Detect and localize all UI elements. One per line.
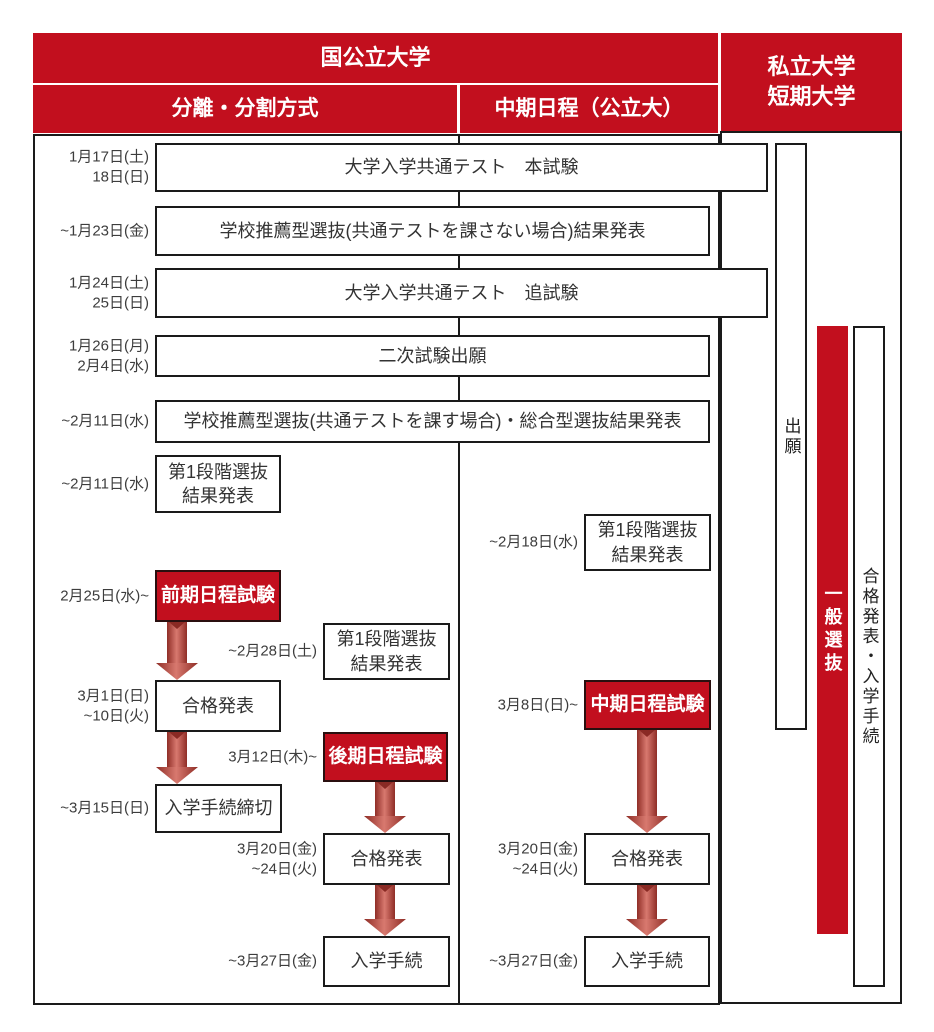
- date-label-kouki-announce: 3月20日(金) ~24日(火): [236, 840, 317, 878]
- event-box-kouki-enroll: 入学手続: [323, 936, 450, 987]
- down-arrow-zenki-to-announce: [156, 622, 198, 680]
- date-label-chuki-exam: 3月8日(日)~: [497, 696, 578, 714]
- date-label-common-test-makeup: 1月24日(土) 25日(日): [68, 274, 149, 312]
- down-arrow-kouki-to-announce: [364, 782, 406, 833]
- event-box-chuki-enroll: 入学手続: [584, 936, 710, 987]
- date-label-suisen-with-test: ~2月11日(水): [61, 412, 149, 430]
- event-box-common-test-makeup: 大学入学共通テスト 追試験: [155, 268, 768, 318]
- down-arrow-announce-to-deadline: [156, 732, 198, 784]
- event-box-common-test-main: 大学入学共通テスト 本試験: [155, 143, 768, 192]
- private-panel: [720, 131, 902, 1004]
- announce-enroll-label: 合格発表・入学手続: [859, 566, 879, 747]
- header-mid-schedule: 中期日程（公立大）: [460, 85, 718, 133]
- date-label-chuki-enroll: ~3月27日(金): [489, 952, 578, 970]
- announce-enroll-box: 合格発表・入学手続: [853, 326, 885, 987]
- application-period-label: 出願: [781, 416, 801, 457]
- date-label-kouki-exam: 3月12日(木)~: [228, 748, 317, 766]
- event-box-suisen-with-test: 学校推薦型選抜(共通テストを課す場合)・総合型選抜結果発表: [155, 400, 710, 443]
- national-public-panel: [33, 134, 720, 1005]
- event-box-stage1-kouki: 第1段階選抜 結果発表: [323, 623, 450, 680]
- date-label-kouki-enroll: ~3月27日(金): [228, 952, 317, 970]
- general-selection-label: 一般選抜: [822, 584, 843, 676]
- general-selection-bar: 一般選抜: [817, 326, 848, 934]
- column-divider-line: [458, 134, 460, 1003]
- down-arrow-kouki-to-enroll: [364, 885, 406, 936]
- date-label-zenki-exam: 2月25日(水)~: [60, 587, 149, 605]
- date-label-secondary-application: 1月26日(月) 2月4日(水): [68, 337, 149, 375]
- date-label-stage1-chuki: ~2月18日(水): [489, 533, 578, 551]
- date-label-zenki-announce: 3月1日(日) ~10日(火): [77, 687, 149, 725]
- down-arrow-chuki-to-enroll: [626, 885, 668, 936]
- date-label-suisen-no-test: ~1月23日(金): [60, 222, 149, 240]
- header-split-method: 分離・分割方式: [33, 85, 457, 133]
- header-private-university: 私立大学 短期大学: [721, 33, 902, 131]
- event-box-kouki-exam: 後期日程試験: [323, 732, 448, 782]
- event-box-secondary-application: 二次試験出願: [155, 335, 710, 377]
- event-box-kouki-announce: 合格発表: [323, 833, 450, 885]
- event-box-enroll-deadline: 入学手続締切: [155, 784, 282, 833]
- event-box-zenki-exam: 前期日程試験: [155, 570, 281, 622]
- event-box-zenki-announce: 合格発表: [155, 680, 281, 732]
- application-period-box: 出願: [775, 143, 807, 730]
- date-label-chuki-announce: 3月20日(金) ~24日(火): [497, 840, 578, 878]
- event-box-stage1-chuki: 第1段階選抜 結果発表: [584, 514, 711, 571]
- event-box-chuki-announce: 合格発表: [584, 833, 710, 885]
- date-label-stage1-kouki: ~2月28日(土): [228, 642, 317, 660]
- event-box-chuki-exam: 中期日程試験: [584, 680, 711, 730]
- down-arrow-chuki-to-announce: [626, 730, 668, 833]
- event-box-suisen-no-test: 学校推薦型選抜(共通テストを課さない場合)結果発表: [155, 206, 710, 256]
- date-label-enroll-deadline: ~3月15日(日): [60, 799, 149, 817]
- event-box-stage1-zenki: 第1段階選抜 結果発表: [155, 455, 281, 513]
- header-national-public: 国公立大学: [33, 33, 718, 83]
- date-label-stage1-zenki: ~2月11日(水): [61, 475, 149, 493]
- date-label-common-test-main: 1月17日(土) 18日(日): [68, 148, 149, 186]
